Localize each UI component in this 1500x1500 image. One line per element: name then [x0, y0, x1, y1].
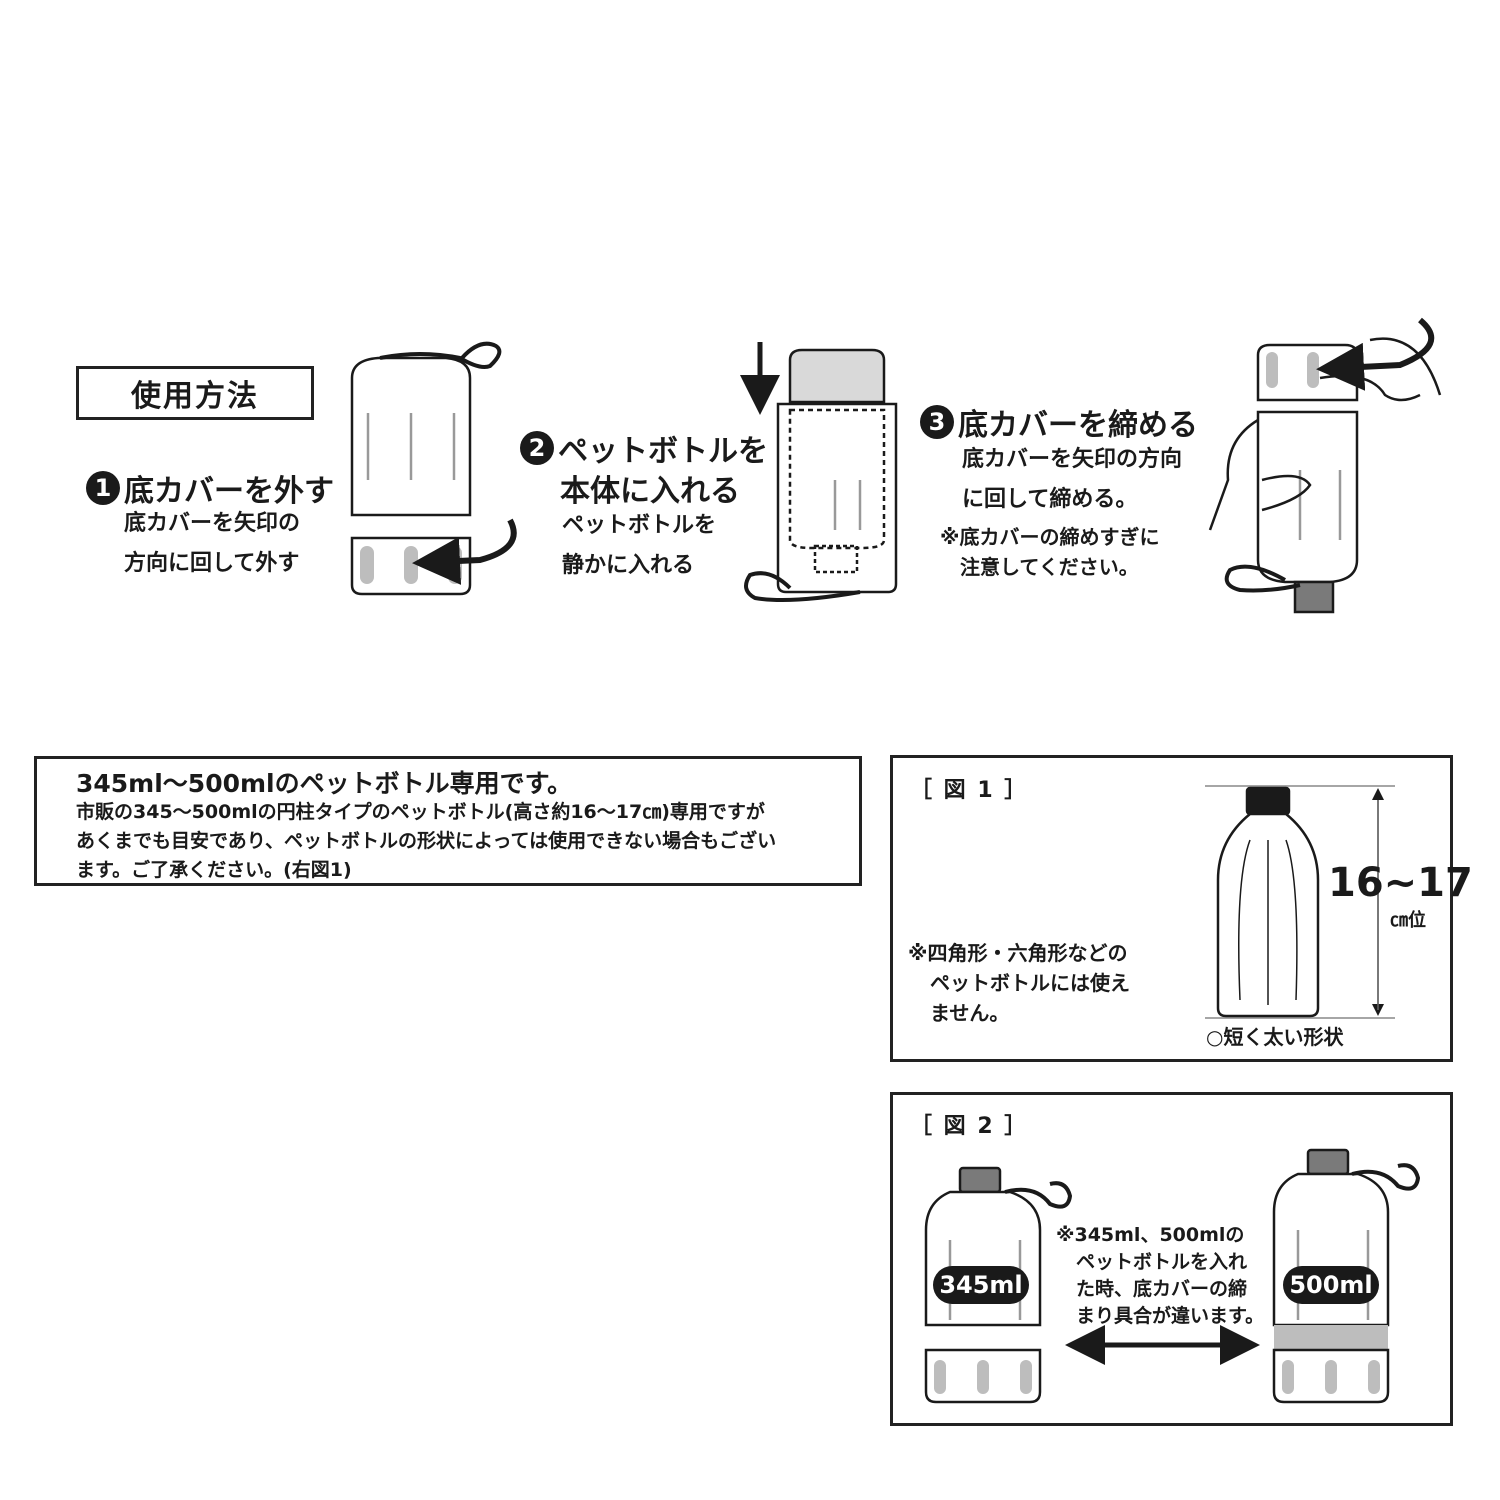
figure2-note: ※345ml、500mlの ペットボトルを入れ た時、底カバーの締 まり具合が違… — [1056, 1222, 1264, 1330]
figure2-note-line: まり具合が違います。 — [1076, 1305, 1265, 1327]
step2-heading-line2: 本体に入れる — [560, 474, 740, 509]
figure1-note-line: ペットボトルには使え — [930, 971, 1130, 995]
step2-bottle-illustration — [740, 342, 898, 602]
step3-line: に回して締める。 — [962, 487, 1138, 512]
info-line: 市販の345～500mlの円柱タイプのペットボトル(高さ約16～17㎝)専用です… — [76, 801, 765, 823]
step1-line: 方向に回して外す — [124, 551, 300, 576]
step1-description: 底カバーを矢印の 方向に回して外す — [124, 504, 300, 584]
figure2-note-line: た時、底カバーの締 — [1076, 1278, 1248, 1300]
section-title: 使用方法 — [76, 366, 314, 420]
step3-note: ※底カバーの締めすぎに 注意してください。 — [940, 522, 1159, 582]
info-line: あくまでも目安であり、ペットボトルの形状によっては使用できない場合もござい — [76, 830, 777, 852]
figure2-label: ［ 図 2 ］ — [910, 1114, 1029, 1139]
info-text: 市販の345～500mlの円柱タイプのペットボトル(高さ約16～17㎝)専用です… — [76, 798, 776, 885]
figure1-note-line: ※四角形・六角形などの — [908, 941, 1128, 965]
step2-heading-text: ペットボトルを — [558, 434, 768, 469]
figure2-note-line: ペットボトルを入れ — [1076, 1251, 1248, 1273]
step1-heading: 1 底カバーを外す — [86, 466, 334, 510]
figure1-height-unit: ㎝位 — [1390, 910, 1426, 931]
figure2-box — [890, 1092, 1453, 1426]
figure1-shape-caption: ○短く太い形状 — [1206, 1025, 1344, 1049]
step3-note-line: 注意してください。 — [960, 555, 1139, 579]
figure1-bottle-illustration — [1205, 785, 1395, 1019]
figure1-label: ［ 図 1 ］ — [910, 778, 1029, 803]
figure1-box — [890, 755, 1453, 1062]
figure1-note-line: ません。 — [930, 1001, 1010, 1025]
step3-number: 3 — [920, 405, 954, 439]
step1-bottle-illustration — [350, 341, 517, 596]
step3-note-line: ※底カバーの締めすぎに — [940, 525, 1160, 549]
step2-line: ペットボトルを — [562, 513, 717, 538]
figure2-left-badge: 345ml — [933, 1266, 1029, 1304]
info-line: ます。ご了承ください。(右図1) — [76, 859, 352, 881]
step3-heading: 3 底カバーを締める — [920, 400, 1198, 444]
step1-number: 1 — [86, 471, 120, 505]
figure1-height-value: 16~17 — [1328, 860, 1473, 906]
step2-number: 2 — [520, 431, 554, 465]
info-box — [34, 756, 862, 886]
info-title: 345ml～500mlのペットボトル専用です。 — [76, 769, 573, 798]
figure2-right-badge: 500ml — [1283, 1266, 1379, 1304]
figure2-note-line: ※345ml、500mlの — [1056, 1224, 1245, 1246]
step2-line: 静かに入れる — [562, 553, 695, 578]
step1-heading-text: 底カバーを外す — [124, 474, 334, 509]
step1-line: 底カバーを矢印の — [124, 511, 301, 536]
step3-heading-text: 底カバーを締める — [958, 408, 1198, 443]
step2-heading: 2 ペットボトルを — [520, 426, 768, 470]
step2-description: ペットボトルを 静かに入れる — [562, 506, 716, 586]
step3-description: 底カバーを矢印の方向 に回して締める。 — [962, 440, 1182, 520]
figure1-note: ※四角形・六角形などの ペットボトルには使え ません。 — [908, 938, 1130, 1028]
step3-line: 底カバーを矢印の方向 — [962, 447, 1183, 472]
step3-bottle-illustration — [1208, 317, 1442, 614]
